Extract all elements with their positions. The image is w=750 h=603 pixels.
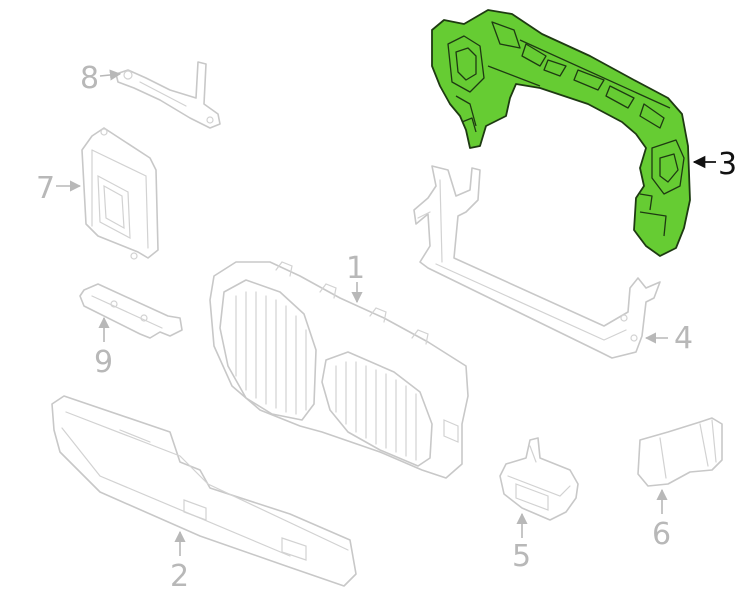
- part-8-bracket[interactable]: [115, 61, 221, 129]
- part-7-module[interactable]: [81, 127, 159, 260]
- part-9-bracket[interactable]: [79, 283, 183, 339]
- part-3-carrier-highlighted[interactable]: [431, 9, 691, 257]
- part-6-duct[interactable]: [637, 417, 723, 487]
- callout-9: 9: [94, 345, 113, 380]
- part-5-mount[interactable]: [499, 437, 579, 521]
- callout-3: 3: [718, 147, 737, 182]
- callout-2: 2: [170, 559, 189, 594]
- callout-1: 1: [346, 251, 365, 286]
- leader-8: [99, 69, 122, 81]
- callout-4: 4: [674, 321, 693, 356]
- callout-8: 8: [80, 61, 99, 96]
- callout-leaders: [56, 69, 716, 556]
- callout-7: 7: [36, 171, 55, 206]
- part-2-carrier[interactable]: [51, 395, 357, 587]
- part-4-frame[interactable]: [413, 165, 661, 359]
- part-1-grille[interactable]: [209, 261, 469, 479]
- callout-5: 5: [512, 539, 531, 574]
- callout-6: 6: [652, 517, 671, 552]
- callout-numbers: 1 2 3 4 5 6 7 8 9: [36, 61, 737, 594]
